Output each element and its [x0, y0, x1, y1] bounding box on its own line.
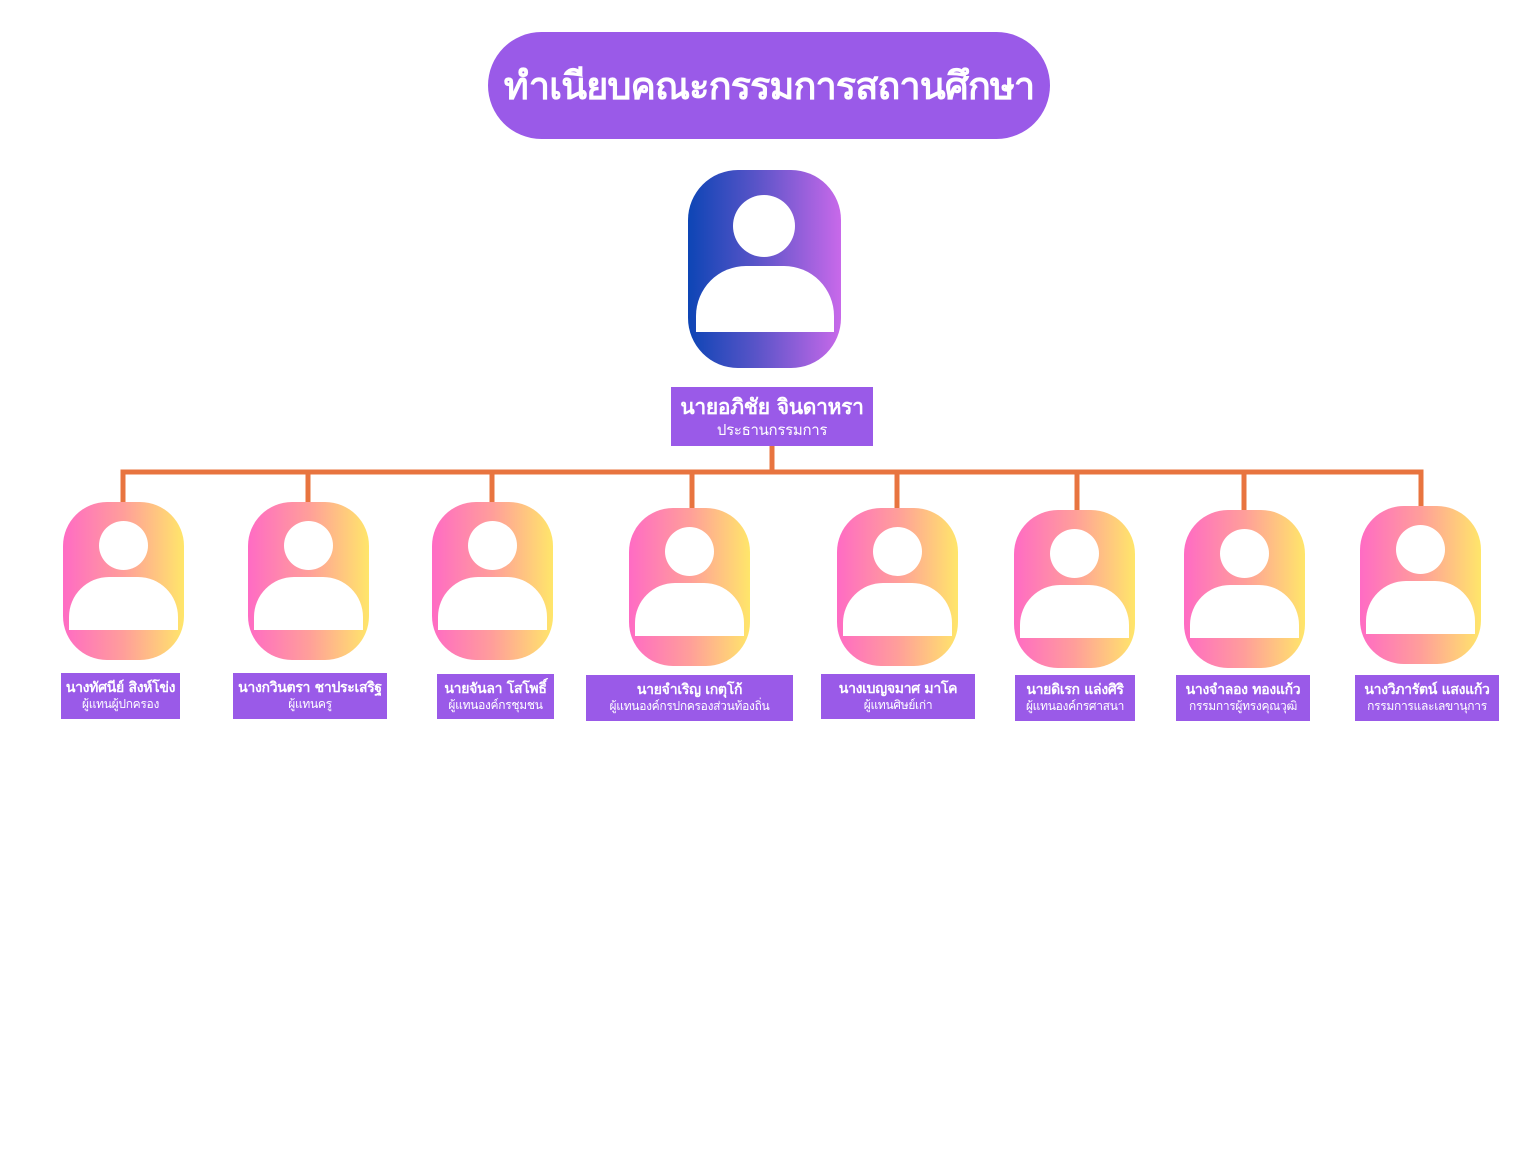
member-role: กรรมการผู้ทรงคุณวุฒิ [1188, 699, 1297, 713]
member-role: กรรมการและเลขานุการ [1367, 699, 1487, 713]
member-role: ผู้แทนครู [288, 697, 332, 711]
member-label: นายจันลา โสโพธิ์ ผู้แทนองค์กรชุมชน [437, 674, 554, 719]
person-avatar-icon [248, 502, 369, 660]
member-role: ผู้แทนผู้ปกครอง [81, 697, 160, 711]
avatar-body [635, 583, 744, 636]
member-name: นางกวินตรา ชาประเสริฐ [238, 680, 382, 696]
avatar-head [1220, 529, 1269, 578]
page-title-text: ทำเนียบคณะกรรมการสถานศึกษา [503, 64, 1035, 108]
member-role: ผู้แทนองค์กรศาสนา [1025, 699, 1125, 713]
chair-name: นายอภิชัย จินดาหรา [680, 394, 864, 419]
person-avatar-icon [1184, 510, 1305, 668]
chair-label: นายอภิชัย จินดาหรา ประธานกรรมการ [671, 387, 873, 446]
member-label: นายดิเรก แล่งศิริ ผู้แทนองค์กรศาสนา [1015, 675, 1135, 721]
member-name: นางวิภารัตน์ แสงแก้ว [1364, 682, 1490, 698]
avatar-body [843, 583, 952, 636]
member-label: นางจำลอง ทองแก้ว กรรมการผู้ทรงคุณวุฒิ [1176, 675, 1310, 721]
person-avatar-icon [432, 502, 553, 660]
member-role: ผู้แทนองค์กรปกครองส่วนท้องถิ่น [609, 699, 770, 713]
member-name: นายดิเรก แล่งศิริ [1026, 682, 1124, 698]
person-avatar-icon [1360, 506, 1481, 664]
member-label: นางกวินตรา ชาประเสริฐ ผู้แทนครู [233, 673, 387, 719]
member-name: นางเบญจมาศ มาโค [838, 680, 958, 697]
member-name: นางทัศนีย์ สิงห์โข่ง [65, 680, 176, 696]
member-name: นายจำเริญ เกตุโก้ [636, 682, 743, 698]
avatar-body [254, 577, 363, 630]
member-name: นายจันลา โสโพธิ์ [444, 680, 547, 697]
member-role: ผู้แทนองค์กรชุมชน [448, 697, 543, 712]
avatar-head [873, 527, 922, 576]
avatar-body [1020, 585, 1129, 638]
avatar-head [1050, 529, 1099, 578]
avatar-head [733, 195, 795, 257]
avatar-body [438, 577, 547, 630]
avatar-body [1190, 585, 1299, 638]
avatar-head [1396, 525, 1445, 574]
member-label: นางวิภารัตน์ แสงแก้ว กรรมการและเลขานุการ [1355, 675, 1499, 721]
avatar-body [696, 266, 834, 332]
member-name: นางจำลอง ทองแก้ว [1185, 682, 1301, 698]
avatar-head [468, 521, 517, 570]
member-label: นายจำเริญ เกตุโก้ ผู้แทนองค์กรปกครองส่วน… [586, 675, 793, 721]
chair-role: ประธานกรรมการ [716, 420, 828, 439]
avatar-body [1366, 581, 1475, 634]
person-avatar-icon [63, 502, 184, 660]
avatar-head [99, 521, 148, 570]
member-label: นางเบญจมาศ มาโค ผู้แทนศิษย์เก่า [821, 674, 975, 719]
person-avatar-icon [837, 508, 958, 666]
page-title: ทำเนียบคณะกรรมการสถานศึกษา [488, 32, 1050, 139]
member-label: นางทัศนีย์ สิงห์โข่ง ผู้แทนผู้ปกครอง [61, 673, 180, 719]
member-role: ผู้แทนศิษย์เก่า [863, 697, 933, 712]
person-avatar-icon [1014, 510, 1135, 668]
person-avatar-icon [688, 170, 841, 368]
avatar-head [665, 527, 714, 576]
avatar-body [69, 577, 178, 630]
avatar-head [284, 521, 333, 570]
person-avatar-icon [629, 508, 750, 666]
